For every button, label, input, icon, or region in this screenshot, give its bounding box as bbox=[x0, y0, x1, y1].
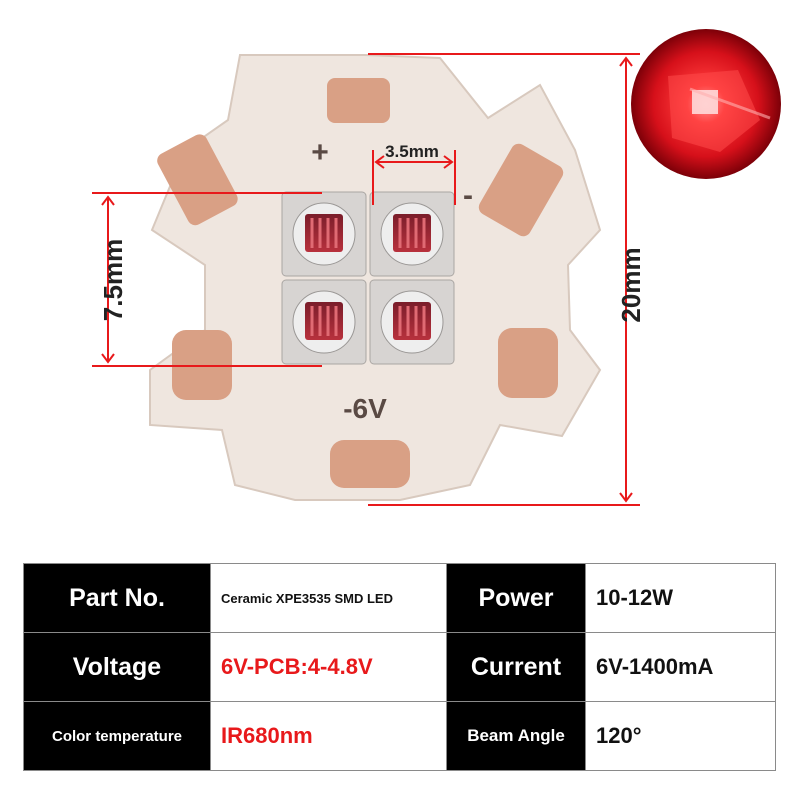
led-package bbox=[281, 191, 367, 277]
dimension-array-height-label: 7.5mm bbox=[98, 239, 128, 321]
led-package bbox=[369, 191, 455, 277]
spec-value-part-no: Ceramic XPE3535 SMD LED bbox=[210, 563, 447, 633]
dimension-pitch bbox=[372, 150, 456, 205]
spec-value-voltage: 6V-PCB:4-4.8V bbox=[210, 632, 447, 702]
led-package bbox=[369, 279, 455, 365]
spec-table: Part No. Ceramic XPE3535 SMD LED Power 1… bbox=[23, 563, 776, 771]
dimension-board bbox=[368, 53, 640, 506]
spec-label-part-no: Part No. bbox=[23, 563, 211, 633]
solder-pad bbox=[327, 78, 390, 123]
spec-label-beam-angle: Beam Angle bbox=[446, 701, 586, 771]
spec-label-voltage: Voltage bbox=[23, 632, 211, 702]
dimension-board-label: 20mm bbox=[616, 247, 646, 322]
dimension-pitch-label: 3.5mm bbox=[385, 142, 439, 161]
spec-value-color-temperature: IR680nm bbox=[210, 701, 447, 771]
pcb-star-board bbox=[149, 54, 602, 501]
solder-pad bbox=[157, 134, 238, 226]
led-package bbox=[281, 279, 367, 365]
dimension-array-height bbox=[92, 192, 322, 367]
led-glow-photo bbox=[631, 29, 781, 179]
plus-mark: + bbox=[311, 136, 329, 169]
solder-pad bbox=[498, 328, 558, 398]
spec-label-power: Power bbox=[446, 563, 586, 633]
spec-row: Voltage 6V-PCB:4-4.8V Current 6V-1400mA bbox=[23, 632, 776, 702]
spec-label-current: Current bbox=[446, 632, 586, 702]
spec-value-current: 6V-1400mA bbox=[585, 632, 776, 702]
spec-value-beam-angle: 120° bbox=[585, 701, 776, 771]
spec-row: Color temperature IR680nm Beam Angle 120… bbox=[23, 701, 776, 771]
solder-pad bbox=[478, 143, 564, 237]
spec-value-power: 10-12W bbox=[585, 563, 776, 633]
spec-row: Part No. Ceramic XPE3535 SMD LED Power 1… bbox=[23, 563, 776, 633]
spec-label-color-temperature: Color temperature bbox=[23, 701, 211, 771]
voltage-mark: -6V bbox=[343, 393, 387, 424]
minus-mark: - bbox=[463, 179, 473, 212]
solder-pad bbox=[330, 440, 410, 488]
